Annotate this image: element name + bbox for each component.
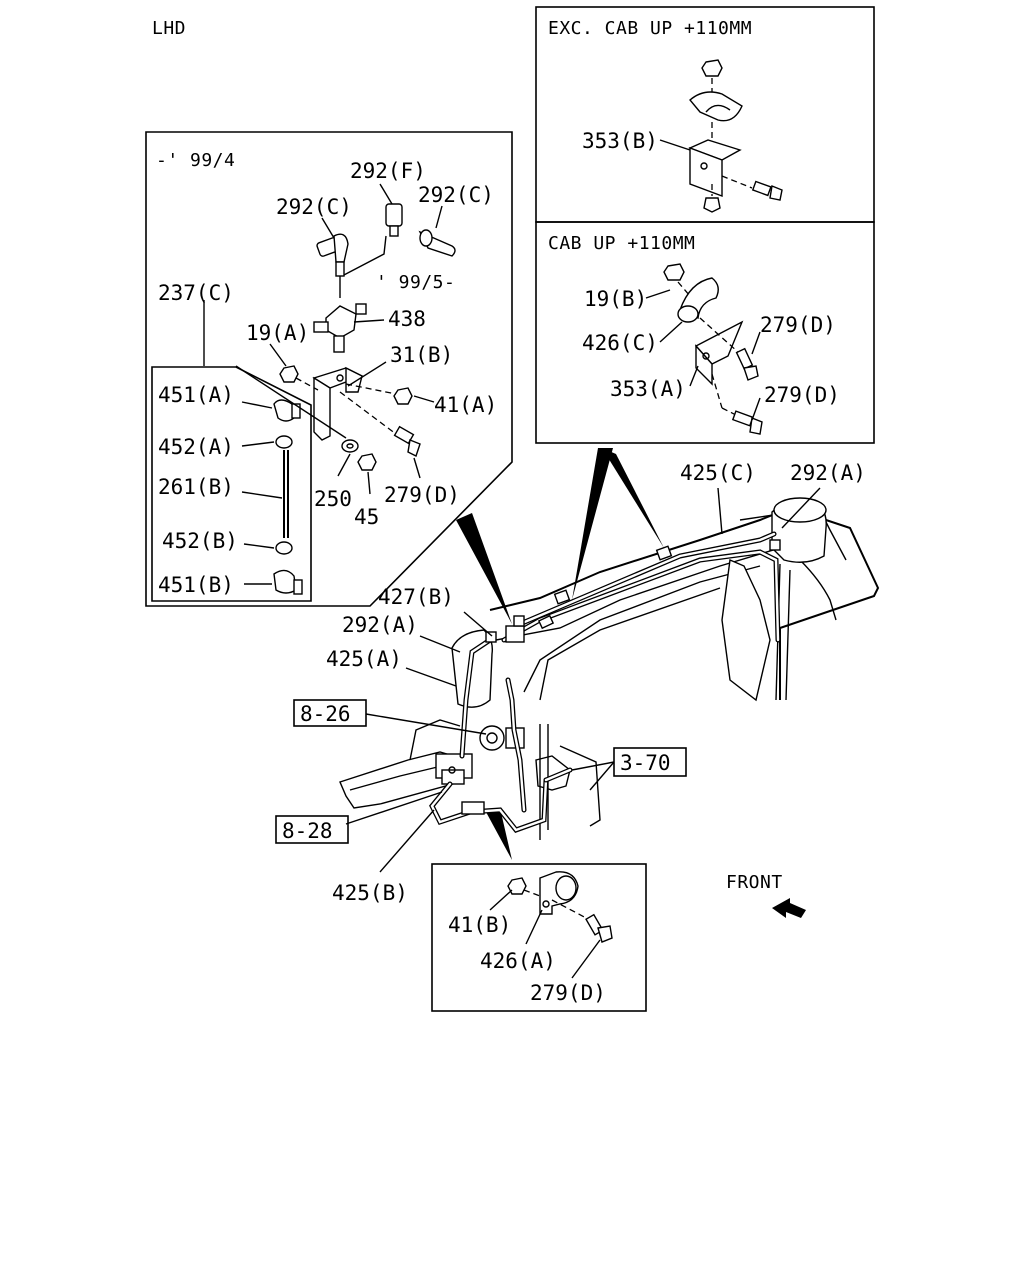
ref-box-8-28[interactable] — [275, 815, 349, 844]
label-426A: 426(A) — [480, 949, 556, 973]
label-279D-bottom: 279(D) — [530, 981, 606, 1005]
label-353A: 353(A) — [610, 377, 686, 401]
label-451B: 451(B) — [158, 573, 234, 597]
label-279D-cab-upper: 279(D) — [760, 313, 836, 337]
label-19A: 19(A) — [246, 321, 309, 345]
main-callouts: 425(C) 292(A) 427(B) 292(A) 425(A) 425(B… — [275, 461, 866, 905]
ref-8-28[interactable]: 8-28 — [282, 819, 333, 843]
label-261B: 261(B) — [158, 475, 234, 499]
label-31B: 31(B) — [390, 343, 453, 367]
early-inset-parts: -' 99/4 ' 99/5- — [156, 150, 497, 597]
period-from-label: ' 99/5- — [376, 272, 455, 293]
ref-3-70[interactable]: 3-70 — [620, 751, 671, 775]
label-452A: 452(A) — [158, 435, 234, 459]
brake-pipes — [429, 531, 781, 833]
front-label: FRONT — [726, 872, 783, 893]
label-425A: 425(A) — [326, 647, 402, 671]
front-indicator: FRONT — [726, 872, 806, 918]
label-292A-mid: 292(A) — [342, 613, 418, 637]
exc-cab-up-parts: EXC. CAB UP +110MM 353(B) — [548, 18, 783, 213]
label-438: 438 — [388, 307, 426, 331]
cab-up-parts: CAB UP +110MM 19(B) 426(C) 279(D) 353(A)… — [548, 233, 840, 435]
label-45: 45 — [354, 505, 379, 529]
variant-label: LHD — [152, 18, 186, 39]
front-arrow-icon — [772, 898, 806, 918]
label-292A-top: 292(A) — [790, 461, 866, 485]
label-292F: 292(F) — [350, 159, 426, 183]
clamp-inset-parts: 41(B) 426(A) 279(D) — [448, 871, 613, 1005]
label-41B: 41(B) — [448, 913, 511, 937]
inset-early-frame — [145, 131, 513, 607]
callout-wedges — [456, 448, 664, 860]
ref-box-3-70[interactable] — [613, 747, 687, 777]
period-until-label: -' 99/4 — [156, 150, 235, 171]
chassis-frame-assembly — [339, 497, 880, 840]
inset-clamp-frame — [431, 863, 647, 1012]
wedge-early — [456, 513, 512, 624]
label-427B: 427(B) — [378, 585, 454, 609]
label-426C: 426(C) — [582, 331, 658, 355]
label-41A: 41(A) — [434, 393, 497, 417]
cab-up-title: CAB UP +110MM — [548, 233, 695, 254]
wedge-cab-up-right — [602, 448, 664, 548]
label-451A: 451(A) — [158, 383, 234, 407]
ref-8-26[interactable]: 8-26 — [300, 702, 351, 726]
label-452B: 452(B) — [162, 529, 238, 553]
inset-cab-up-frame — [535, 221, 875, 444]
wedge-clamp — [486, 808, 512, 860]
label-279D-early: 279(D) — [384, 483, 460, 507]
label-292C-right: 292(C) — [418, 183, 494, 207]
ref-box-8-26[interactable] — [293, 699, 367, 727]
label-19B: 19(B) — [584, 287, 647, 311]
label-425B: 425(B) — [332, 881, 408, 905]
label-353B: 353(B) — [582, 129, 658, 153]
exc-cab-up-title: EXC. CAB UP +110MM — [548, 18, 752, 39]
label-279D-cab-lower: 279(D) — [764, 383, 840, 407]
label-250: 250 — [314, 487, 352, 511]
wedge-cab-up-left — [572, 448, 613, 600]
label-237C: 237(C) — [158, 281, 234, 305]
inset-frames — [145, 6, 875, 1012]
inset-link-rod-frame — [151, 366, 312, 602]
label-425C: 425(C) — [680, 461, 756, 485]
label-292C-left: 292(C) — [276, 195, 352, 219]
